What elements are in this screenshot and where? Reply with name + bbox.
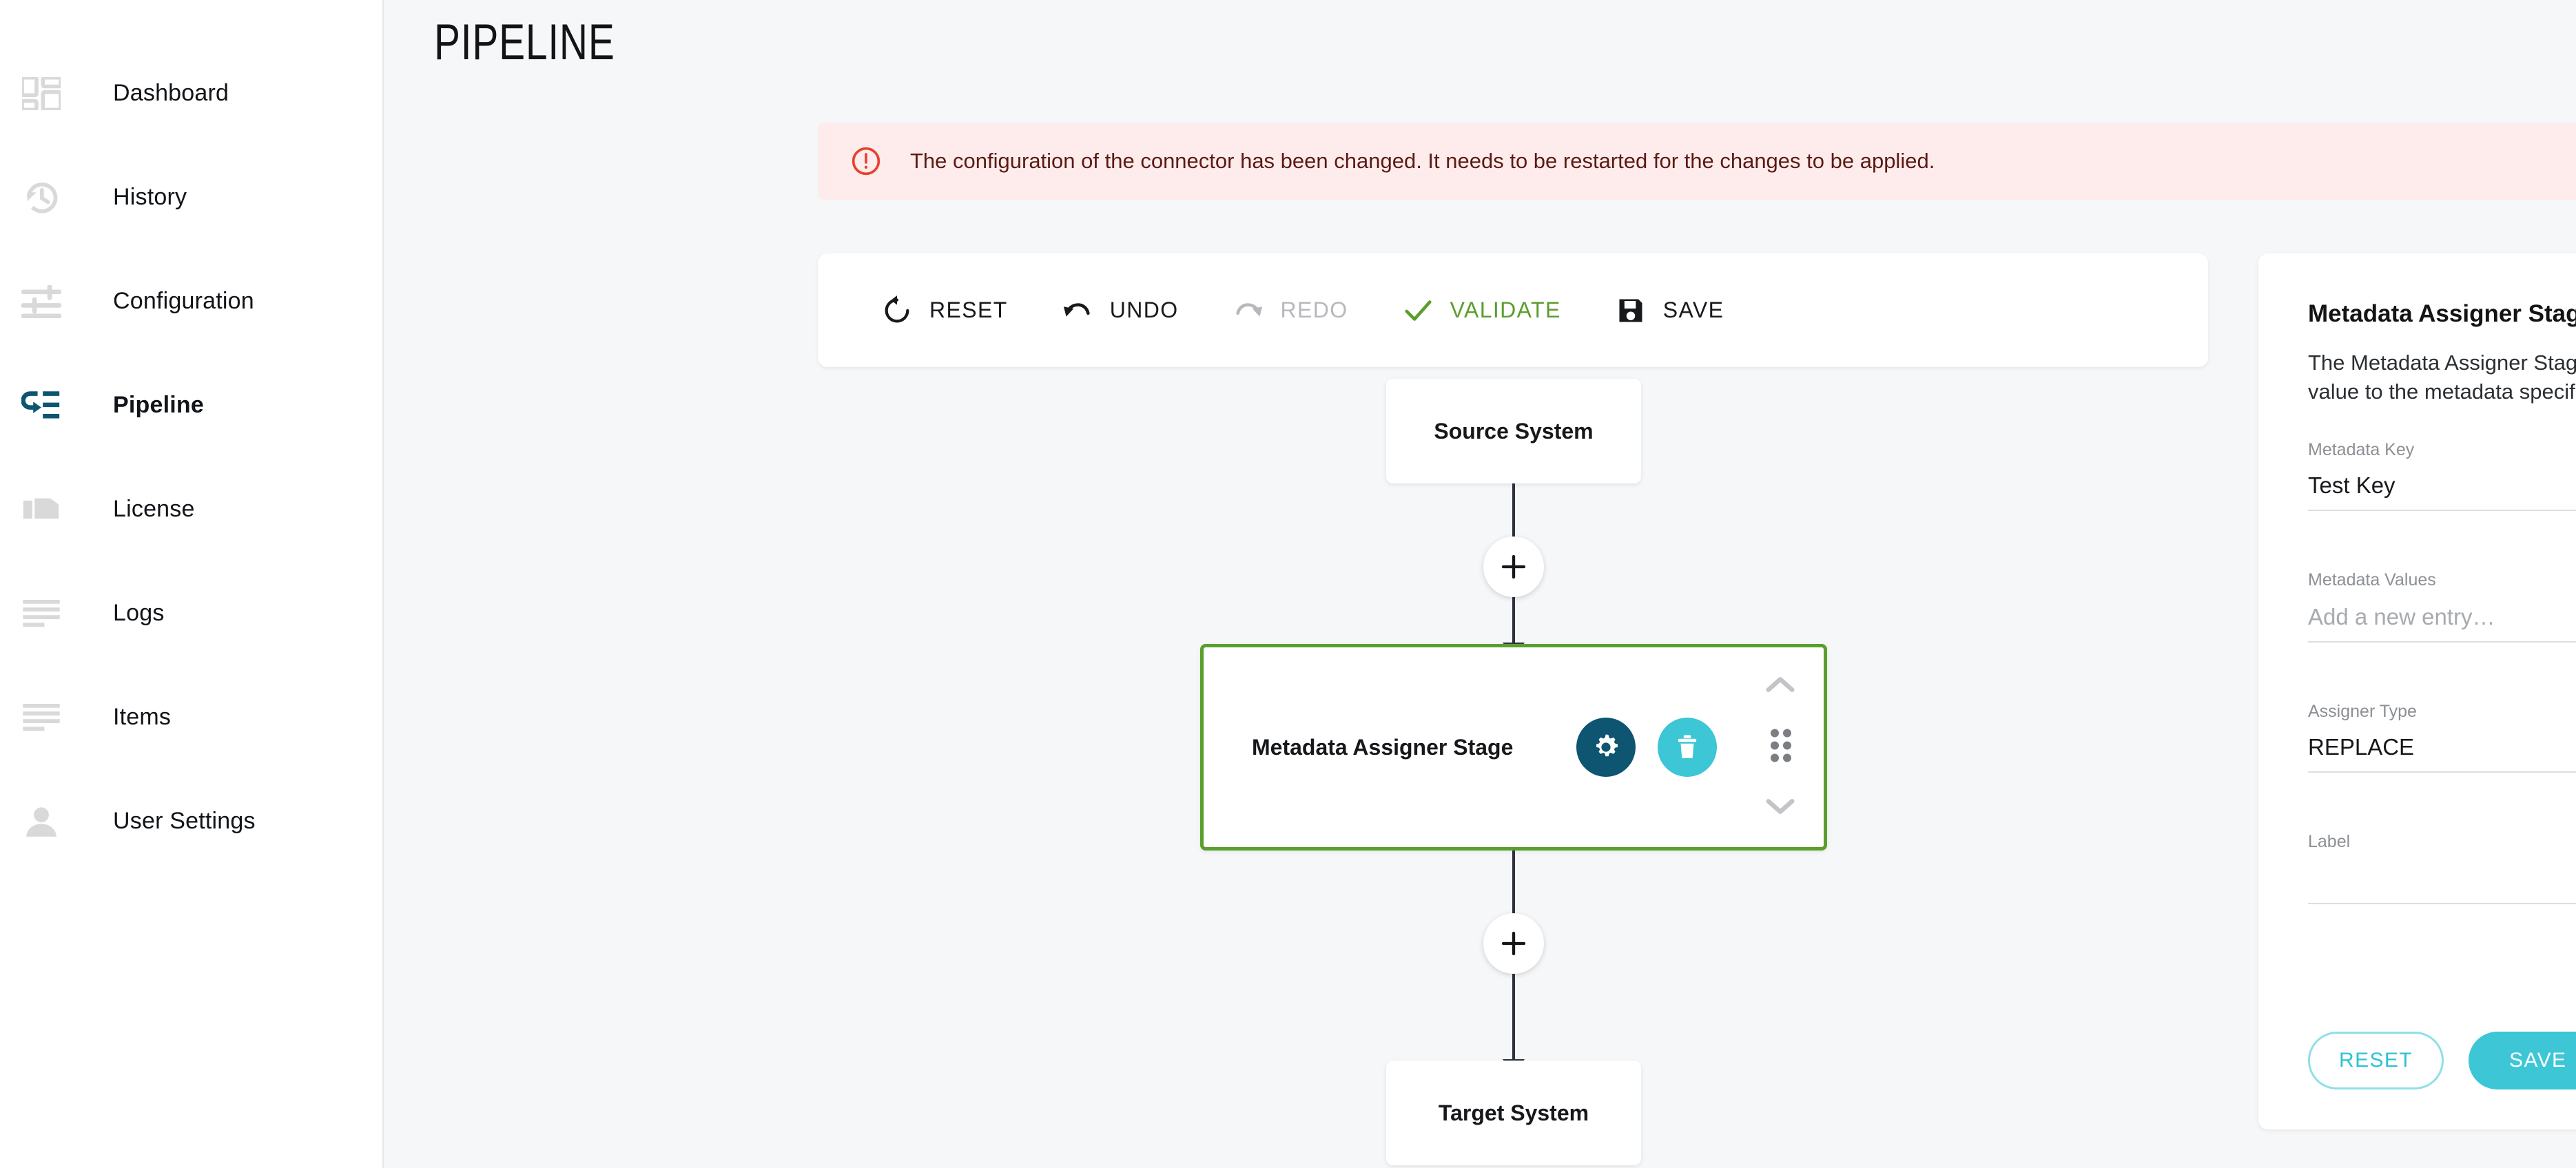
label-field-input[interactable] (2308, 864, 2576, 892)
reset-rotate-icon (880, 293, 914, 328)
add-stage-button-bottom[interactable] (1483, 913, 1544, 974)
config-panel-actions: RESET SAVE CANCEL (2308, 1032, 2576, 1089)
source-system-node[interactable]: Source System (1386, 379, 1641, 483)
validate-button-label: VALIDATE (1450, 298, 1561, 322)
undo-arrow-icon (1060, 293, 1095, 328)
assigner-type-label: Assigner Type (2308, 701, 2417, 721)
sidebar-item-license[interactable]: License (0, 457, 382, 561)
connector-line (1512, 974, 1515, 1061)
reset-button[interactable]: RESET (873, 288, 1015, 333)
config-panel-description: The Metadata Assigner Stage alters or as… (2308, 351, 2576, 404)
config-save-button[interactable]: SAVE (2469, 1032, 2576, 1089)
sidebar-nav: Dashboard History (0, 0, 384, 1168)
alert-banner: The configuration of the connector has b… (818, 123, 2576, 200)
target-system-label: Target System (1438, 1100, 1589, 1125)
connector-line (1512, 851, 1515, 944)
page-title: PIPELINE (434, 14, 615, 70)
sidebar-item-label: License (113, 496, 195, 522)
save-button-label: SAVE (1662, 298, 1724, 322)
plus-icon (1501, 554, 1526, 579)
label-field: Label (2308, 832, 2576, 904)
pipeline-canvas: Source System Metadata Assigner Stage (818, 372, 2208, 1168)
reset-button-label: RESET (929, 298, 1008, 322)
pipeline-flow-icon (15, 384, 68, 428)
connector-line (1512, 483, 1515, 567)
save-button[interactable]: SAVE (1607, 288, 1731, 333)
metadata-key-field: Metadata Key Test Key (2308, 440, 2576, 511)
trash-icon (1678, 735, 1697, 758)
target-system-node[interactable]: Target System (1386, 1061, 1641, 1165)
sidebar-item-logs[interactable]: Logs (0, 561, 382, 665)
stage-settings-button[interactable] (1576, 718, 1636, 777)
undo-button-label: UNDO (1109, 298, 1179, 322)
redo-arrow-icon (1231, 293, 1266, 328)
alert-message: The configuration of the connector has b… (910, 149, 1935, 173)
pipeline-toolbar: RESET UNDO REDO (818, 253, 2208, 367)
drag-dots-icon[interactable] (1769, 728, 1793, 767)
metadata-values-input[interactable]: Add a new entry… (2308, 603, 2495, 629)
sidebar-item-history[interactable]: History (0, 145, 382, 249)
sidebar-item-items[interactable]: Items (0, 665, 382, 769)
assigner-type-select[interactable]: REPLACE (2308, 733, 2415, 760)
sidebar-item-label: Items (113, 704, 172, 730)
redo-button[interactable]: REDO (1224, 288, 1355, 333)
redo-button-label: REDO (1280, 298, 1348, 322)
undo-button[interactable]: UNDO (1053, 288, 1186, 333)
sidebar-item-label: Logs (113, 600, 165, 626)
sidebar-item-pipeline[interactable]: Pipeline (0, 353, 382, 457)
sidebar-item-configuration[interactable]: Configuration (0, 249, 382, 353)
source-system-label: Source System (1434, 418, 1594, 444)
check-icon (1401, 293, 1435, 328)
assigner-type-field: Assigner Type REPLACE (2308, 702, 2576, 773)
metadata-values-label: Metadata Values (2308, 570, 2436, 590)
save-floppy-icon (1614, 293, 1648, 328)
validate-button[interactable]: VALIDATE (1394, 288, 1568, 333)
metadata-values-field: Metadata Values Add a new entry… (2308, 570, 2576, 643)
metadata-key-label: Metadata Key (2308, 439, 2415, 459)
user-person-icon (15, 800, 68, 844)
sidebar-item-label: Pipeline (113, 392, 204, 418)
sliders-icon (15, 280, 68, 324)
sidebar-item-label: Configuration (113, 288, 254, 314)
metadata-assigner-stage-node[interactable]: Metadata Assigner Stage (1200, 644, 1827, 851)
config-reset-button[interactable]: RESET (2308, 1032, 2444, 1089)
stage-configuration-panel: Metadata Assigner Stage Configuration Th… (2258, 253, 2576, 1129)
chevron-up-icon[interactable] (1764, 674, 1796, 699)
sidebar-item-label: History (113, 184, 187, 210)
plus-icon (1501, 931, 1526, 956)
sidebar-item-user-settings[interactable]: User Settings (0, 769, 382, 873)
dashboard-grid-icon (15, 72, 68, 116)
chevron-down-icon[interactable] (1764, 795, 1796, 821)
error-circle-icon (851, 146, 881, 176)
sidebar-item-label: Dashboard (113, 80, 229, 106)
config-changed-alert: The configuration of the connector has b… (818, 123, 2576, 200)
items-list-icon (15, 696, 68, 740)
config-panel-title: Metadata Assigner Stage Configuration (2308, 300, 2576, 327)
connector-line (1512, 597, 1515, 644)
gear-icon (1596, 734, 1618, 757)
stage-delete-button[interactable] (1658, 718, 1718, 777)
sidebar-item-dashboard[interactable]: Dashboard (0, 41, 382, 145)
license-document-icon (15, 488, 68, 532)
metadata-key-input[interactable]: Test Key (2308, 472, 2395, 498)
history-clock-icon (15, 176, 68, 220)
stage-node-label: Metadata Assigner Stage (1252, 734, 1514, 760)
add-stage-button-top[interactable] (1483, 536, 1544, 597)
sidebar-item-label: User Settings (113, 808, 256, 834)
label-field-label: Label (2308, 831, 2351, 851)
main-content: PIPELINE The configuration of the connec… (384, 0, 2576, 1168)
logs-list-icon (15, 592, 68, 636)
